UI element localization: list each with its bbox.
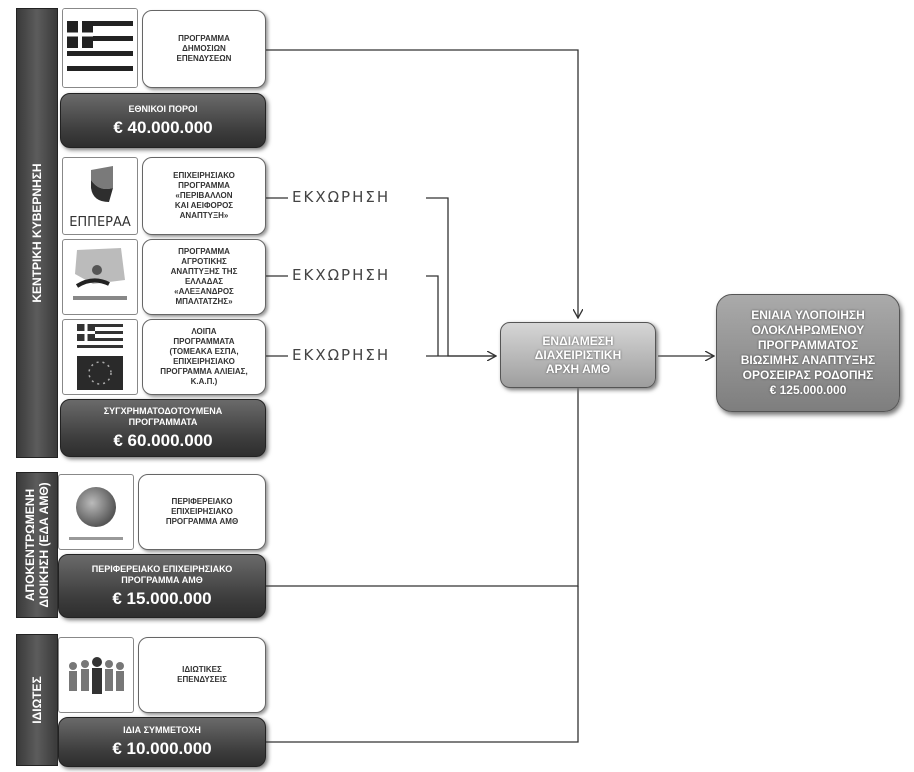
connector-private-to-hub bbox=[266, 586, 579, 743]
epperaa-wordmark: ΕΠΠΕΡΑΑ bbox=[69, 215, 131, 230]
group-bar-private: ΙΔΙΩΤΕΣ bbox=[16, 634, 58, 766]
fund-regional-program: ΠΕΡΙΦΕΡΕΙΑΚΟ ΕΠΙΧΕΙΡΗΣΙΑΚΟ ΠΡΟΓΡΑΜΜΑ ΑΜΘ… bbox=[58, 554, 266, 618]
fund-amount: € 10.000.000 bbox=[112, 739, 212, 758]
connector-agricultural-to-hub bbox=[266, 275, 439, 356]
program-public-investment: ΠΡΟΓΡΑΜΜΑ ΔΗΜΟΣΙΩΝ ΕΠΕΝΔΥΣΕΩΝ bbox=[142, 10, 266, 88]
globe-icon bbox=[69, 487, 123, 540]
assignment-label-environment: ΕΚΧΩΡΗΣΗ bbox=[292, 188, 391, 206]
epperaa-logo: ΕΠΠΕΡΑΑ bbox=[62, 157, 138, 235]
region-logo bbox=[58, 474, 134, 550]
final-integrated-program: ΕΝΙΑΙΑ ΥΛΟΠΟΙΗΣΗ ΟΛΟΚΛΗΡΩΜΕΝΟΥ ΠΡΟΓΡΑΜΜΑ… bbox=[716, 294, 900, 412]
fund-label: ΠΕΡΙΦΕΡΕΙΑΚΟ ΕΠΙΧΕΙΡΗΣΙΑΚΟ ΠΡΟΓΡΑΜΜΑ ΑΜΘ bbox=[91, 563, 233, 585]
fund-amount: € 60.000.000 bbox=[113, 430, 213, 450]
fund-label: ΙΔΙΑ ΣΥΜΜΕΤΟΧΗ bbox=[123, 725, 201, 735]
fund-national-resources: ΕΘΝΙΚΟΙ ΠΟΡΟΙ € 40.000.000 bbox=[60, 93, 266, 148]
connector-national-to-hub bbox=[266, 49, 578, 318]
fund-label: ΣΥΓΧΡΗΜΑΤΟΔΟΤΟΥΜΕΝΑ ΠΡΟΓΡΑΜΜΑΤΑ bbox=[103, 405, 223, 427]
program-other: ΛΟΙΠΑ ΠΡΟΓΡΑΜΜΑΤΑ (ΤΟΜΕΑΚΑ ΕΣΠΑ, ΕΠΙΧΕΙΡ… bbox=[142, 319, 266, 395]
greece-eu-flags-logo bbox=[62, 319, 138, 395]
people-icon bbox=[69, 657, 124, 694]
eu-flag-icon bbox=[77, 324, 123, 390]
program-environment: ΕΠΙΧΕΙΡΗΣΙΑΚΟ ΠΡΟΓΡΑΜΜΑ «ΠΕΡΙΒΑΛΛΟΝ ΚΑΙ … bbox=[142, 157, 266, 235]
program-regional: ΠΕΡΙΦΕΡΕΙΑΚΟ ΕΠΙΧΕΙΡΗΣΙΑΚΟ ΠΡΟΓΡΑΜΜΑ ΑΜΘ bbox=[138, 474, 266, 550]
map-icon bbox=[73, 248, 127, 300]
assignment-label-other: ΕΚΧΩΡΗΣΗ bbox=[292, 346, 391, 364]
group-bar-central: ΚΕΝΤΡΙΚΗ ΚΥΒΕΡΝΗΣΗ bbox=[16, 8, 58, 458]
fund-label: ΕΘΝΙΚΟΙ ΠΟΡΟΙ bbox=[128, 103, 198, 114]
fund-amount: € 40.000.000 bbox=[113, 117, 213, 137]
greek-flag-logo bbox=[62, 8, 138, 88]
fund-own-contribution: ΙΔΙΑ ΣΥΜΜΕΤΟΧΗ € 10.000.000 bbox=[58, 717, 266, 767]
connector-regional-to-hub bbox=[266, 360, 578, 587]
assignment-label-agricultural: ΕΚΧΩΡΗΣΗ bbox=[292, 266, 391, 284]
people-logo bbox=[58, 637, 134, 713]
agricultural-logo bbox=[62, 239, 138, 315]
flag-icon bbox=[63, 9, 137, 87]
group-bar-decentral: ΑΠΟΚΕΝΤΡΩΜΕΝΗ ΔΙΟΙΚΗΣΗ (ΕΔΑ ΑΜΘ) bbox=[16, 472, 58, 618]
fund-cofunded-programs: ΣΥΓΧΡΗΜΑΤΟΔΟΤΟΥΜΕΝΑ ΠΡΟΓΡΑΜΜΑΤΑ € 60.000… bbox=[60, 399, 266, 457]
epperaa-emblem-icon bbox=[91, 166, 113, 202]
program-private-investments: ΙΔΙΩΤΙΚΕΣ ΕΠΕΝΔΥΣΕΙΣ bbox=[138, 637, 266, 713]
program-agricultural: ΠΡΟΓΡΑΜΜΑ ΑΓΡΟΤΙΚΗΣ ΑΝΑΠΤΥΞΗΣ ΤΗΣ ΕΛΛΑΔΑ… bbox=[142, 239, 266, 315]
fund-amount: € 15.000.000 bbox=[112, 588, 212, 608]
intermediate-managing-authority: ΕΝΔΙΑΜΕΣΗ ΔΙΑΧΕΙΡΙΣΤΙΚΗ ΑΡΧΗ ΑΜΘ bbox=[500, 322, 656, 388]
